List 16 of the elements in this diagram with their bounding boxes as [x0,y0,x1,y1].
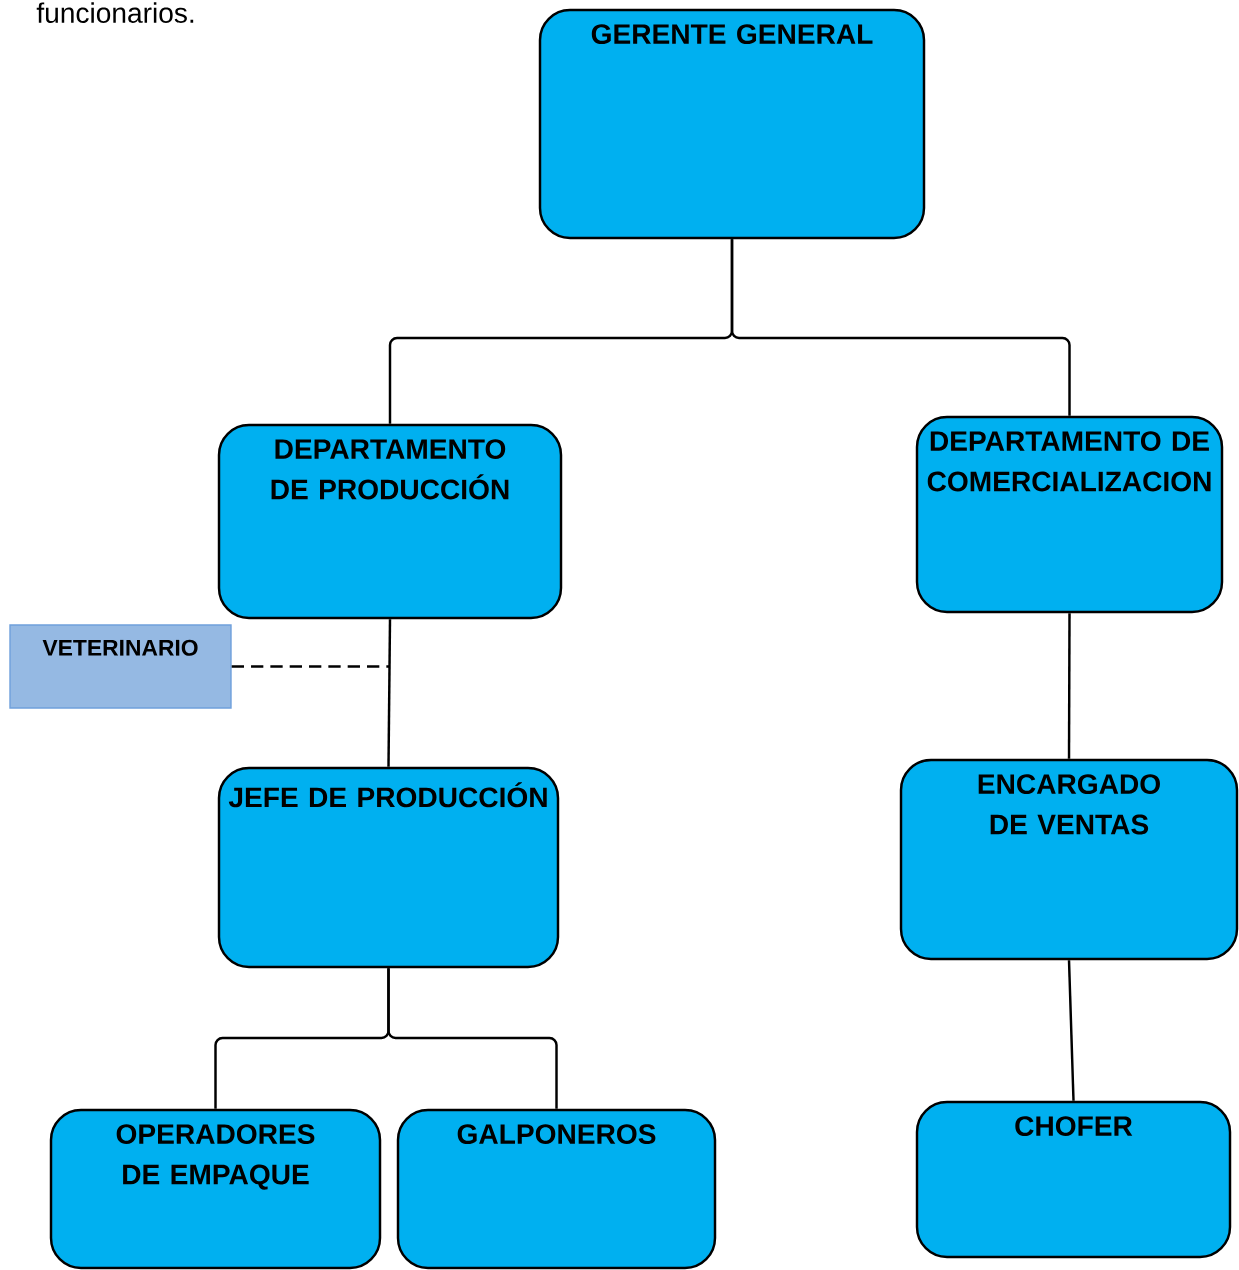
position-box: JEFE DE PRODUCCIÓN [217,766,560,969]
position-box: OPERADORES DE EMPAQUE [49,1108,382,1270]
connector-line [1067,613,1071,759]
connector-line [387,619,392,767]
position-box: CHOFER [915,1100,1232,1259]
position-box: DEPARTAMENTO DE COMERCIALIZACION [915,415,1224,614]
connector-line [387,968,558,1109]
connector-line [1067,960,1075,1101]
staff-box: VETERINARIO [9,624,232,709]
connector-line [231,665,390,668]
position-box: GALPONEROS [396,1108,717,1270]
position-box: DEPARTAMENTO DE PRODUCCIÓN [217,423,563,620]
note-text: funcionarios. [36,2,194,23]
position-box: ENCARGADO DE VENTAS [899,758,1239,961]
position-box: GERENTE GENERAL [538,8,926,240]
connector-line [730,239,1071,416]
